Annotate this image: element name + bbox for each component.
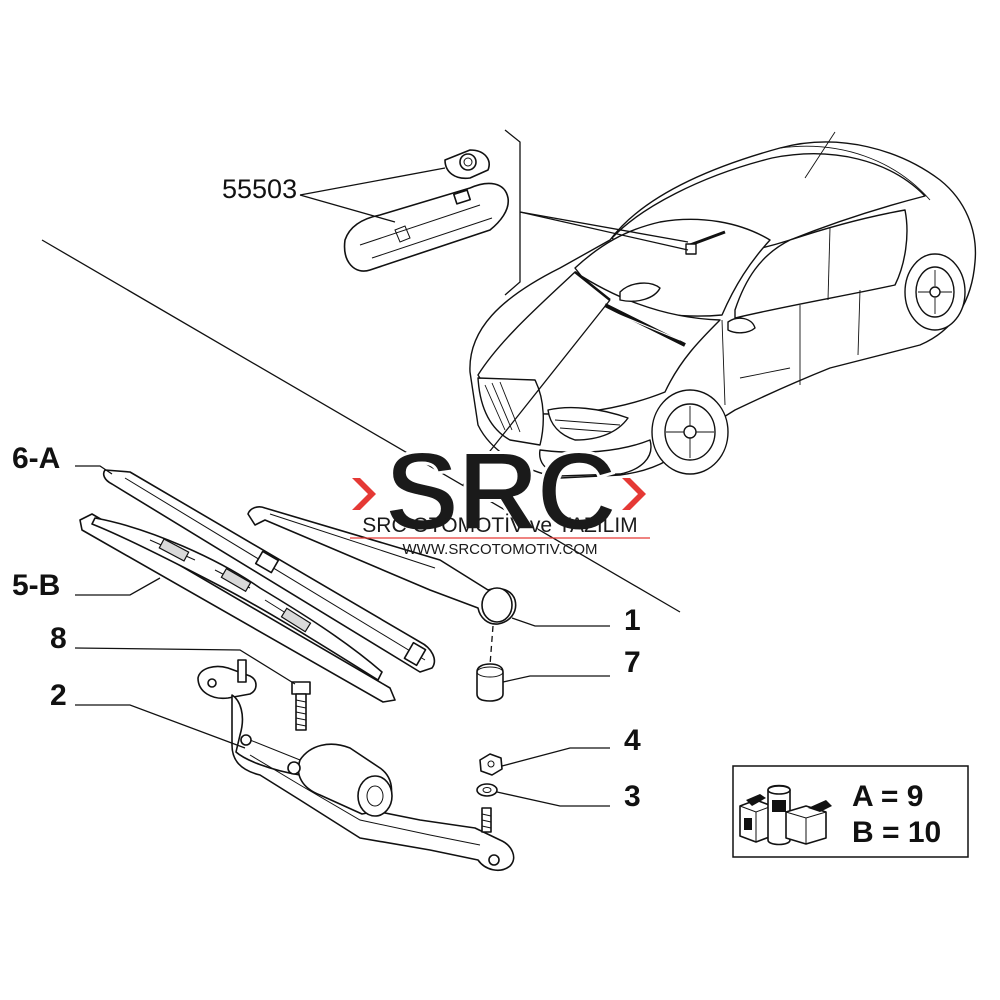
callout-8: 8 [50, 622, 296, 685]
callout-7: 7 [502, 646, 641, 683]
callout-55503: 55503 [222, 167, 446, 223]
callout-6a: 6-A [12, 442, 113, 475]
callout-2: 2 [50, 679, 246, 749]
src-watermark: SRC SRC OTOMOTİV ve YAZILIM WWW.SRCOTOMO… [350, 428, 650, 558]
right-chevron-icon [622, 478, 646, 510]
part-5b-wiper-blade-frame [79, 513, 396, 703]
part-label-6a: 6-A [12, 442, 60, 475]
part-number-label: 55503 [222, 174, 297, 204]
part-label-5b: 5-B [12, 569, 60, 602]
part-2-wiper-motor-linkage [197, 659, 515, 872]
part-4-nut [479, 753, 503, 776]
callout-3: 3 [496, 780, 641, 813]
watermark-company: SRC OTOMOTİV ve YAZILIM [362, 514, 637, 537]
part-label-8: 8 [50, 622, 67, 655]
part-7-cap [476, 625, 504, 702]
part-55503-cover [343, 182, 510, 272]
watermark-logo: SRC [385, 429, 615, 554]
left-chevron-icon [352, 478, 376, 510]
car-illustration [469, 131, 977, 479]
callout-1: 1 [511, 604, 641, 637]
part-label-2: 2 [50, 679, 67, 712]
car-location-leader [462, 129, 689, 486]
legend-line-b: B = 10 [852, 816, 941, 849]
callout-5b: 5-B [12, 569, 161, 602]
legend-box: A = 9 B = 10 [732, 765, 969, 858]
part-3-washer [476, 783, 498, 797]
part-1-wiper-arm [247, 506, 517, 625]
callout-4: 4 [501, 724, 641, 767]
part-8-bolt [291, 681, 311, 731]
part-6a-wiper-blade [102, 469, 436, 673]
fiat-parts-boxes-icon [739, 784, 832, 846]
legend-line-a: A = 9 [852, 780, 923, 813]
part-label-4: 4 [624, 724, 641, 757]
part-label-3: 3 [624, 780, 641, 813]
watermark-url: WWW.SRCOTOMOTIV.COM [403, 541, 598, 558]
part-label-7: 7 [624, 646, 641, 679]
part-55503-nozzle [444, 149, 490, 180]
reference-line [41, 239, 681, 613]
part-label-1: 1 [624, 604, 641, 637]
